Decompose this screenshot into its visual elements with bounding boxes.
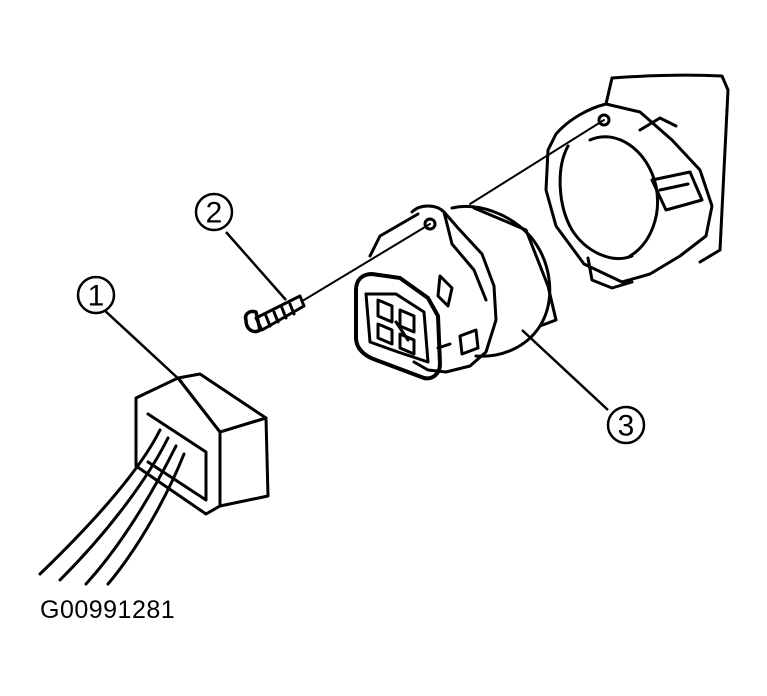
callout-2-label: 2: [206, 197, 223, 230]
leader-lines: [101, 231, 609, 411]
figure-id: G00991281: [40, 596, 176, 624]
callout-1: 1: [76, 275, 116, 315]
callout-2: 2: [194, 192, 234, 232]
callout-3: 3: [606, 405, 646, 445]
harness-connector: [38, 372, 270, 586]
switch-body: [354, 204, 558, 381]
column-housing: [544, 73, 730, 290]
assembly-lines: [303, 119, 605, 301]
callout-1-label: 1: [88, 280, 105, 313]
screw: [243, 294, 306, 334]
callout-3-label: 3: [618, 410, 635, 443]
